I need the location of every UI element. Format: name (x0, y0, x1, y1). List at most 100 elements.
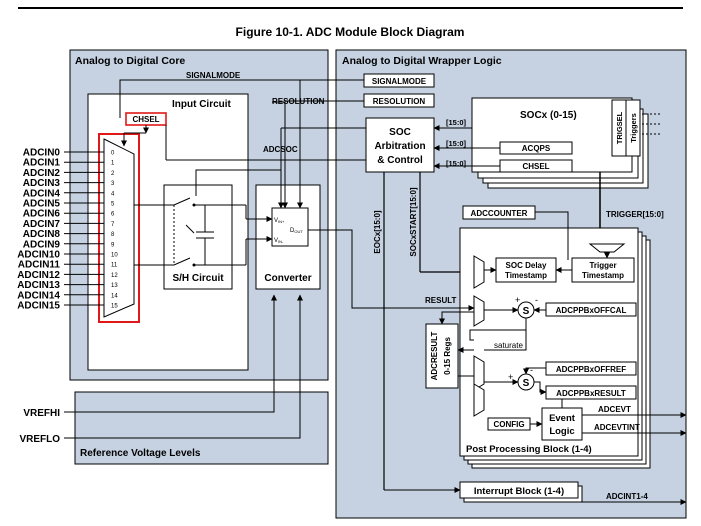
trigger-inputs (640, 113, 660, 135)
trigsel-label: TRIGSEL (615, 111, 624, 144)
soc-delay-label-2: Timestamp (505, 271, 547, 280)
core-adcsoc-label: ADCSOC (263, 145, 298, 154)
ppb-mux-4 (473, 383, 485, 417)
resolution-wire-core (272, 101, 288, 209)
event-logic-box (541, 407, 583, 441)
adcin-label: ADCIN3 (23, 178, 61, 189)
adcevtint-label: ADCEVTINT (594, 423, 640, 432)
adcin-label: ADCIN0 (23, 148, 61, 159)
trigger-ts-label-2: Timestamp (582, 271, 624, 280)
adcint-label: ADCINT1-4 (606, 492, 648, 501)
vin-plus-label: VIN+ (274, 218, 285, 224)
trigger-bus-label: TRIGGER[15:0] (606, 210, 664, 219)
mux-channel-number: 13 (111, 283, 118, 289)
mux-channel-number: 10 (111, 253, 118, 259)
mux-channel-number: 1 (111, 161, 115, 167)
result-wire (308, 229, 475, 311)
vrefhi-wire (64, 294, 277, 413)
sh-bottom-switch (134, 257, 232, 266)
soc-arbitration-box (365, 117, 435, 173)
bus-label-2: [15:0] (446, 139, 467, 148)
mux-channel-number: 8 (111, 232, 115, 238)
input-circuit-title: Input Circuit (172, 99, 232, 110)
adcresult-label-1: ADCRESULT (430, 332, 439, 381)
sh-circuit-label: S/H Circuit (172, 273, 224, 284)
adcresult-box (425, 323, 459, 389)
vreflo-label: VREFLO (19, 434, 60, 445)
trigger-mux (588, 243, 626, 253)
adcin-label: ADCIN4 (23, 188, 61, 199)
mux-channel-number: 6 (111, 212, 115, 218)
adcin-label: ADCIN15 (17, 301, 60, 312)
sum-2-minus: - (530, 365, 533, 375)
adcin-label: ADCIN1 (23, 158, 61, 169)
bus-label-1: [15:0] (446, 118, 467, 127)
adcin-label: ADCIN2 (23, 168, 61, 179)
signalmode-wire-left (119, 79, 186, 118)
mux-channel-number: 11 (111, 263, 118, 269)
adcin-label: ADCIN14 (17, 290, 60, 301)
offref-to-sum (523, 367, 546, 375)
adcin-label: ADCIN8 (23, 229, 61, 240)
socx-title: SOCx (0-15) (520, 110, 577, 121)
socxstart-label: SOCxSTART[15:0] (409, 187, 418, 257)
adcevt-label: ADCEVT (598, 405, 631, 414)
mux-channel-number: 0 (111, 151, 115, 157)
adcresult-label-2: 0-15 Regs (443, 337, 452, 375)
bus-label-3: [15:0] (446, 159, 467, 168)
core-chsel-label: CHSEL (132, 115, 159, 124)
result-to-regs (439, 311, 474, 325)
soc-label-1: SOC (389, 127, 411, 138)
trigger-ts-label-1: Trigger (589, 261, 616, 270)
offref-label: ADCPPBxOFFREF (556, 365, 626, 374)
mux-highlight (98, 133, 140, 323)
sum-1-minus: - (535, 295, 538, 305)
reference-title: Reference Voltage Levels (80, 448, 201, 459)
adcin-label: ADCIN13 (17, 280, 60, 291)
mux-channel-number: 14 (111, 293, 118, 299)
reference-panel (74, 391, 329, 465)
mux-channel-number: 5 (111, 202, 115, 208)
vreflo-wire (64, 294, 303, 439)
saturate-path (484, 330, 527, 351)
result-label: RESULT (425, 296, 457, 305)
soc-label-3: & Control (377, 155, 423, 166)
sh-node-top (192, 203, 196, 207)
ppb-title: Post Processing Block (1-4) (466, 444, 592, 455)
sum1-out (469, 318, 527, 341)
soc-label-2: Arbitration (374, 141, 425, 152)
soc-delay-label-1: SOC Delay (506, 261, 547, 270)
input-mux (103, 138, 135, 318)
vrefhi-label: VREFHI (23, 408, 60, 419)
ppb-mux-2 (473, 295, 485, 327)
adcin-label: ADCIN12 (17, 270, 60, 281)
mux-channel-number: 15 (111, 304, 118, 310)
sum-1-symbol: S (523, 306, 530, 317)
sh-node-bot (192, 263, 196, 267)
sh-circuit-box (163, 184, 233, 290)
eocx-label: EOCx[15:0] (373, 210, 382, 253)
sum-2-plus: + (508, 372, 513, 382)
converter-label: Converter (264, 273, 311, 284)
sum2-to-ppbresult (534, 381, 547, 395)
ppb-mux-3 (473, 355, 485, 391)
resolution-box-label: RESOLUTION (373, 97, 426, 106)
mux-channel-number: 12 (111, 273, 118, 279)
mux-channel-number: 9 (111, 242, 115, 248)
adccounter-label: ADCCOUNTER (471, 209, 528, 218)
triggers-label: Triggers (629, 113, 638, 143)
config-label: CONFIG (493, 420, 524, 429)
adcin-label: ADCIN5 (23, 199, 61, 210)
trigger-timestamp-box (571, 257, 635, 283)
wrapper-chsel-label: CHSEL (522, 162, 549, 171)
sum-2-symbol: S (523, 378, 530, 389)
mux-channel-number: 4 (111, 191, 115, 197)
core-signalmode-label: SIGNALMODE (186, 71, 241, 80)
sh-capacitor (196, 205, 214, 265)
adcin-label: ADCIN7 (23, 219, 61, 230)
signalmode-box-label: SIGNALMODE (372, 77, 427, 86)
wrapper-title: Analog to Digital Wrapper Logic (342, 55, 502, 67)
adc-core-chip (271, 207, 309, 247)
